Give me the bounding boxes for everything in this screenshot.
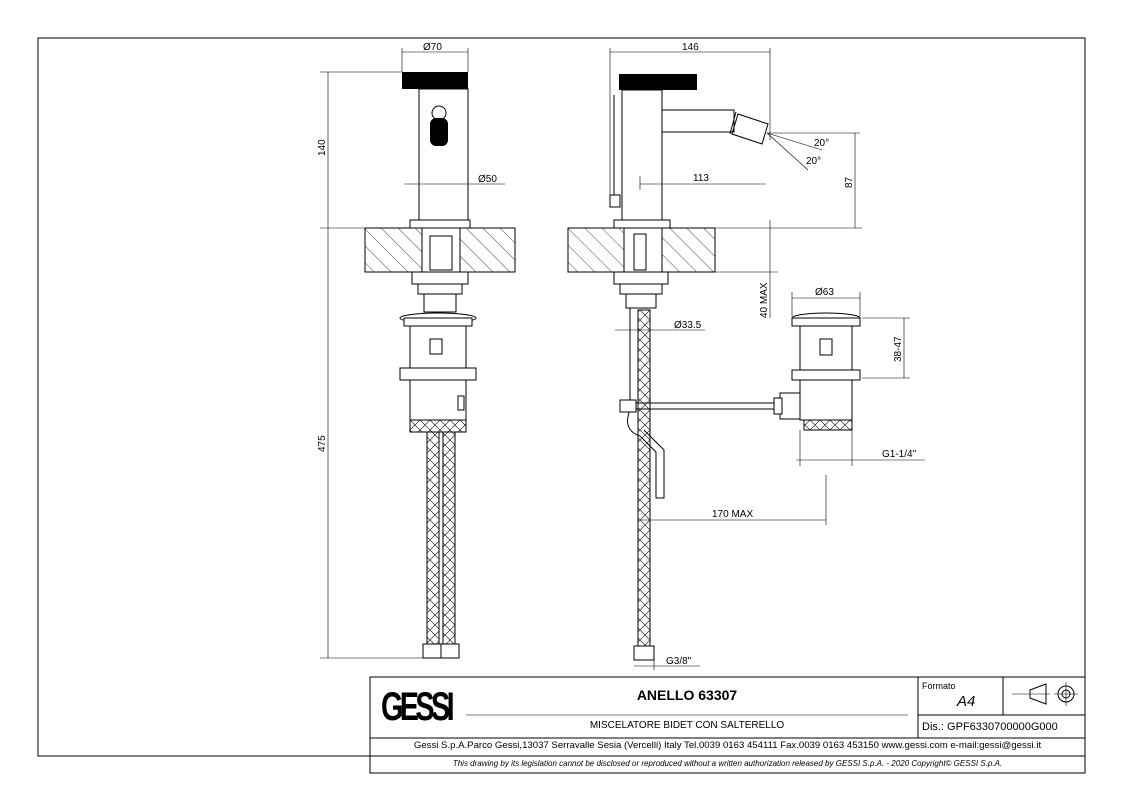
copyright-disclaimer: This drawing by its legislation cannot b… <box>452 759 1003 768</box>
format-label: Formato <box>922 681 956 691</box>
side-view <box>567 74 861 661</box>
dim-body-diameter: Ø50 <box>478 174 497 185</box>
dim-angle-up: 20° <box>814 138 829 149</box>
dim-height-total: 475 <box>317 435 328 452</box>
drawing-number: Dis.: GPF6330700000G000 <box>922 721 1058 733</box>
dim-drain-height: 38-47 <box>893 336 904 362</box>
dim-handle-diameter: Ø70 <box>423 42 442 53</box>
drawing-subtitle: MISCELATORE BIDET CON SALTERELLO <box>589 720 785 731</box>
gessi-logo: GESSI <box>381 685 455 729</box>
dim-hose-thread: G3/8" <box>666 656 692 667</box>
dim-rod-max: 170 MAX <box>712 509 753 520</box>
drawing-frame <box>37 37 1086 757</box>
title-block-frame <box>369 676 1086 774</box>
dim-spout-reach: 113 <box>693 173 709 184</box>
drawing-title: ANELLO 63307 <box>636 687 738 703</box>
dim-spout-height: 87 <box>844 176 855 188</box>
dim-counter-max: 40 MAX <box>759 282 770 318</box>
front-view-dimensions: Ø70 Ø50 140 475 <box>317 42 505 659</box>
dim-angle-down: 20° <box>806 156 821 167</box>
dim-rod-diameter: Ø33.5 <box>674 320 702 331</box>
side-view-dimensions: 146 113 20° 20° 87 40 MAX Ø33.5 Ø63 38-4… <box>609 42 925 670</box>
front-view <box>364 72 516 659</box>
dim-height-top: 140 <box>317 139 328 156</box>
company-info: Gessi S.p.A.Parco Gessi,13037 Serravalle… <box>413 740 1042 751</box>
dim-drain-thread: G1-1/4" <box>882 449 917 460</box>
format-value: A4 <box>957 693 976 710</box>
dim-width-total: 146 <box>682 42 699 53</box>
dim-drain-diameter: Ø63 <box>815 287 834 298</box>
